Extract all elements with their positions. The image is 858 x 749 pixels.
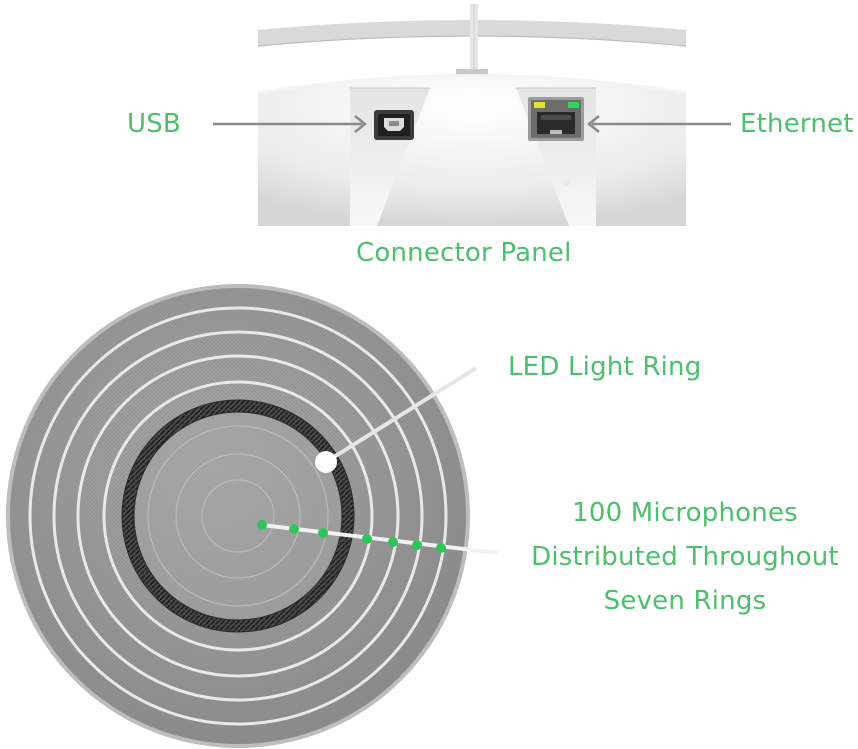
mic-dot-5 (388, 537, 398, 547)
microphones-label-line-3: Seven Rings (603, 586, 767, 616)
mic-dot-1 (257, 520, 267, 530)
mic-dot-3 (318, 528, 328, 538)
mic-ring-2 (175, 453, 301, 579)
mic-dot-6 (412, 540, 422, 550)
usb-b-port-icon (374, 110, 414, 140)
usb-leader-arrow (213, 115, 368, 133)
ethernet-leader-arrow (586, 115, 731, 133)
mic-ring-1 (201, 479, 275, 553)
panel-housing (258, 75, 686, 226)
mic-ring-3 (147, 425, 329, 607)
microphones-label: 100 Microphones Distributed Throughout S… (500, 491, 858, 623)
led-light-ring-label: LED Light Ring (508, 352, 702, 382)
microphone-callout (257, 520, 499, 555)
mic-ring-7 (28, 306, 448, 726)
microphones-label-line-2: Distributed Throughout (531, 542, 839, 572)
rj45-port-icon (528, 97, 584, 141)
ethernet-label: Ethernet (740, 109, 854, 139)
connector-panel (257, 4, 687, 226)
mic-dot-7 (436, 543, 446, 553)
led-light-ring (121, 399, 355, 633)
mic-ring-4 (102, 380, 374, 652)
microphone-rings (28, 306, 448, 726)
mic-ring-6 (52, 330, 424, 702)
usb-label: USB (127, 109, 181, 139)
led-ring-callout (315, 366, 478, 473)
microphone-array-disc (6, 284, 470, 748)
connector-panel-label: Connector Panel (356, 238, 572, 268)
mic-ring-5 (76, 354, 400, 678)
mic-dot-2 (289, 524, 299, 534)
microphones-label-line-1: 100 Microphones (572, 498, 798, 528)
mic-dot-4 (362, 534, 372, 544)
